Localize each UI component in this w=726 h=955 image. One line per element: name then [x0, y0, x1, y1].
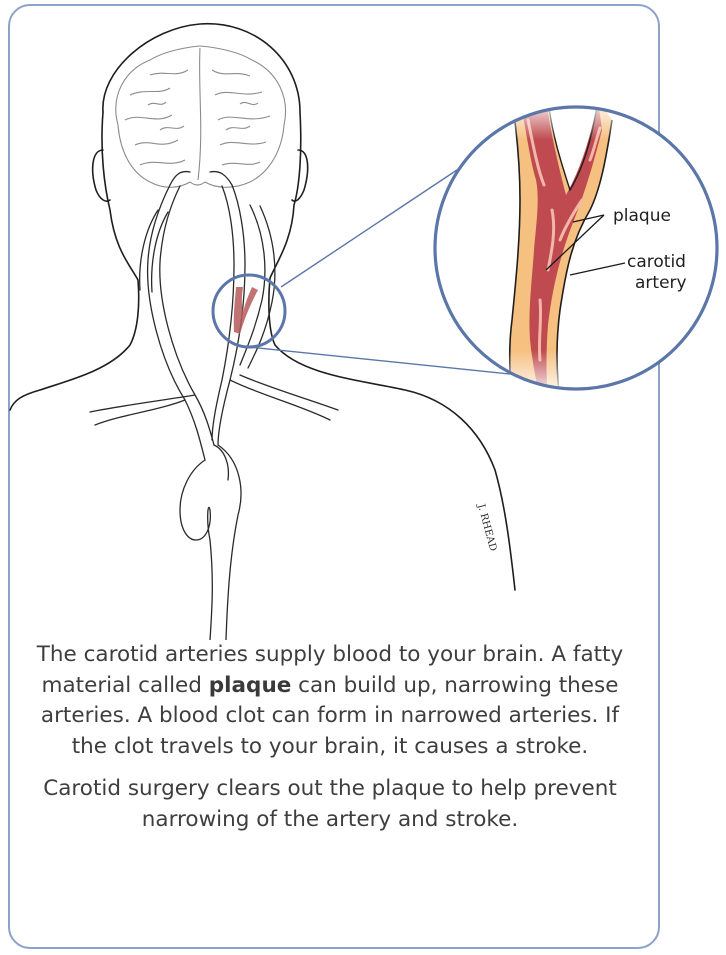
zoom-source-ring	[213, 275, 285, 347]
arteries	[90, 172, 338, 640]
carotid-artery-illustration: plaque carotid artery J. RHEAD	[0, 0, 726, 640]
caption-paragraph-1: The carotid arteries supply blood to you…	[30, 640, 630, 762]
plaque-label: plaque	[613, 206, 671, 226]
head-outline	[10, 24, 515, 590]
carotid-label-line1: carotid	[627, 252, 686, 272]
brain	[116, 46, 286, 187]
caption-paragraph-2: Carotid surgery clears out the plaque to…	[30, 774, 630, 835]
caption: The carotid arteries supply blood to you…	[30, 640, 630, 835]
carotid-label-line2: artery	[635, 273, 687, 293]
artist-signature: J. RHEAD	[475, 502, 498, 553]
plaque-emphasis: plaque	[209, 673, 292, 698]
